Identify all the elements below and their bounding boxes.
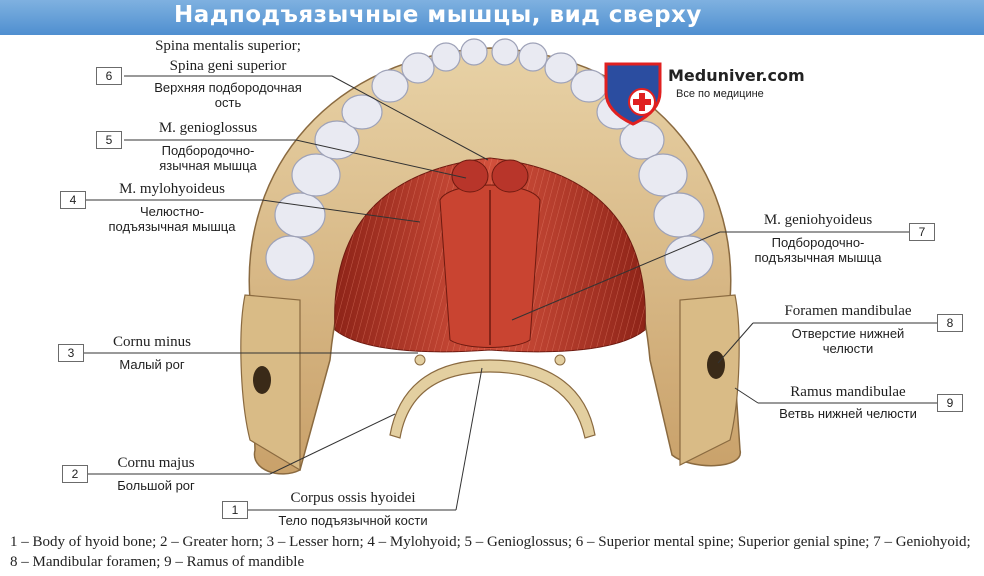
logo-site-name[interactable]: Meduniver.com <box>668 66 805 85</box>
label-5-latin: M. genioglossus <box>158 120 258 136</box>
label-4-russian: Челюстно- <box>140 204 204 219</box>
label-8-russian-2: челюсти <box>822 341 874 356</box>
meduniver-logo-icon <box>604 62 662 126</box>
label-7-russian: Подбородочно- <box>771 235 865 250</box>
hyoid-bone <box>389 359 596 439</box>
label-number-3: 3 <box>58 344 84 362</box>
page-title: Надподъязычные мышцы, вид сверху <box>174 2 702 28</box>
figure-legend: 1 – Body of hyoid bone; 2 – Greater horn… <box>10 534 971 570</box>
label-4-latin: M. mylohyoideus <box>119 181 225 197</box>
label-6-russian: Верхняя подбородочная <box>154 80 302 95</box>
label-5-russian: Подбородочно- <box>161 143 255 158</box>
label-1-russian: Тело подъязычной кости <box>278 513 428 528</box>
genioglossus-stump-left <box>451 159 489 193</box>
label-1-latin: Corpus ossis hyoidei <box>290 490 416 506</box>
label-6-russian-2: ость <box>214 95 242 110</box>
label-2-russian: Большой рог <box>117 478 195 493</box>
label-number-8: 8 <box>937 314 963 332</box>
label-number-6: 6 <box>96 67 122 85</box>
label-6-latin: Spina mentalis superior; <box>155 38 301 54</box>
label-7-latin: M. geniohyoideus <box>763 212 873 228</box>
label-number-7: 7 <box>909 223 935 241</box>
right-ramus <box>679 294 740 466</box>
label-number-2: 2 <box>62 465 88 483</box>
label-6-latin-2: Spina geni superior <box>169 58 287 74</box>
label-number-5: 5 <box>96 131 122 149</box>
genioglossus-stump-right <box>491 159 529 193</box>
label-2-latin: Cornu majus <box>117 455 195 471</box>
label-9-latin: Ramus mandibulae <box>790 384 906 400</box>
label-number-1: 1 <box>222 501 248 519</box>
leader-lines <box>84 75 937 511</box>
label-3-latin: Cornu minus <box>113 334 191 350</box>
label-8-latin: Foramen mandibulae <box>784 303 912 319</box>
right-foramen <box>707 351 725 379</box>
label-7-russian-2: подъязычная мышца <box>754 250 882 265</box>
label-3-russian: Малый рог <box>119 357 185 372</box>
left-foramen <box>253 366 271 394</box>
label-number-4: 4 <box>60 191 86 209</box>
label-number-9: 9 <box>937 394 963 412</box>
label-8-russian: Отверстие нижней <box>791 326 905 341</box>
label-4-russian-2: подъязычная мышца <box>108 219 236 234</box>
title-banner: Надподъязычные мышцы, вид сверху <box>0 0 984 35</box>
label-9-russian: Ветвь нижней челюсти <box>779 406 917 421</box>
logo-tagline: Все по медицине <box>676 88 764 100</box>
label-5-russian-2: язычная мышца <box>159 158 257 173</box>
